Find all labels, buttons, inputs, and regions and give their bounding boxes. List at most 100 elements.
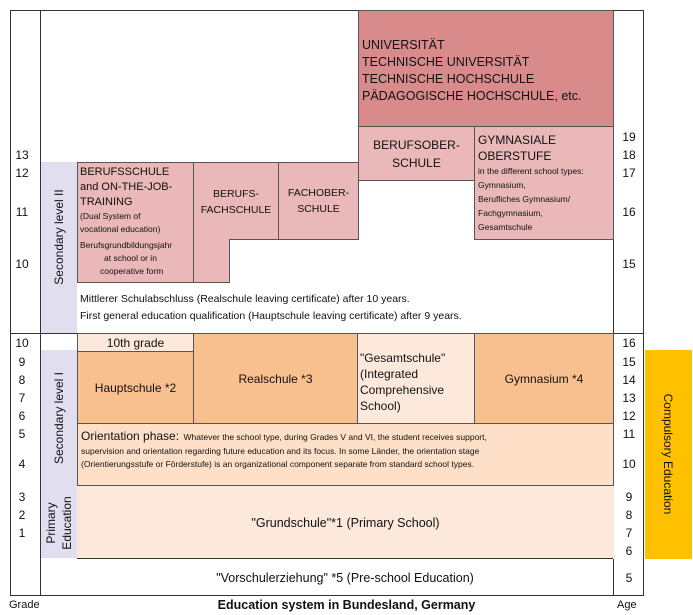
age-19: 19: [622, 130, 636, 144]
grade-10-sec1: 10: [15, 336, 29, 350]
leaving-certificate-note-2: First general education qualification (H…: [80, 310, 462, 322]
fachoberschule-line-1: FACHOBER-: [287, 187, 350, 199]
grade-2: 2: [18, 508, 26, 522]
age-10: 10: [622, 457, 636, 471]
age-14: 14: [622, 373, 636, 387]
age-15-sec2: 15: [622, 257, 636, 271]
berufsfachschule-line-2: FACHSCHULE: [200, 204, 272, 216]
gymnasiale-detail-3: Berufliches Gymnasium/: [478, 194, 571, 204]
age-6: 6: [625, 544, 633, 558]
gymnasiale-title-2: OBERSTUFE: [478, 149, 552, 163]
gymnasium-label: Gymnasium *4: [504, 372, 584, 386]
grundschule-label: "Grundschule"*1 (Primary School): [251, 515, 440, 530]
age-7: 7: [625, 526, 633, 540]
grade-12: 12: [15, 166, 29, 180]
gymnasiale-title-1: GYMNASIALE: [478, 133, 557, 147]
primary-label-line-1: Primary: [44, 502, 58, 544]
age-column-separator: [613, 10, 614, 596]
grade-5: 5: [18, 427, 26, 441]
grade-column-separator: [40, 10, 41, 596]
hauptschule-box: Hauptschule *2: [77, 351, 194, 424]
secondary-1-label: Secondary level I: [52, 371, 66, 465]
university-line-2: TECHNISCHE UNIVERSITÄT: [362, 55, 530, 69]
orientation-text-2: supervision and orientation regarding fu…: [81, 446, 480, 456]
preschool-divider: [77, 558, 613, 559]
preschool-label: "Vorschulerziehung" *5 (Pre-school Educa…: [216, 570, 474, 585]
realschule-box: Realschule *3: [193, 333, 358, 424]
grade-3: 3: [18, 490, 26, 504]
berufsschule-detail-4: at school or in: [104, 253, 157, 263]
orientation-text-1: Whatever the school type, during Grades …: [183, 432, 487, 442]
berufsschule-detail-3: Berufsgrundbildungsjahr: [80, 240, 173, 250]
university-line-1: UNIVERSITÄT: [362, 38, 445, 52]
primary-label: Primary Education: [43, 489, 75, 557]
gymnasiale-detail-2: Gymnasium,: [478, 180, 526, 190]
gymnasiale-detail-4: Fachgymnasium,: [478, 208, 543, 218]
gesamtschule-line-4: School): [360, 399, 401, 413]
age-12: 12: [622, 409, 636, 423]
gymnasiale-detail-5: Gesamtschule: [478, 222, 533, 232]
primary-label-line-2: Education: [60, 496, 74, 550]
age-16-sec1: 16: [622, 336, 636, 350]
preschool-box: "Vorschulerziehung" *5 (Pre-school Educa…: [77, 559, 613, 596]
orientation-title: Orientation phase:: [81, 429, 180, 443]
tenth-grade-label: 10th grade: [106, 335, 165, 350]
berufsschule-detail-2: vocational education): [80, 224, 161, 234]
gesamtschule-box: "Gesamtschule" (Integrated Comprehensive…: [357, 333, 475, 424]
fachoberschule-line-2: SCHULE: [297, 203, 340, 215]
grade-10-sec2: 10: [15, 257, 29, 271]
secondary-1-label-bg: [41, 350, 77, 486]
age-9: 9: [625, 490, 633, 504]
berufsschule-detail-1: (Dual System of: [80, 211, 141, 221]
age-16-sec2: 16: [622, 205, 636, 219]
berufsschule-title-2: and ON-THE-JOB-: [80, 181, 173, 193]
leaving-certificate-note-1: Mittlerer Schulabschluss (Realschule lea…: [80, 293, 410, 305]
gymnasiale-detail-1: in the different school types:: [478, 166, 584, 176]
grade-1: 1: [18, 526, 26, 540]
hauptschule-label: Hauptschule *2: [94, 380, 177, 395]
gesamtschule-line-3: Comprehensive: [360, 383, 445, 397]
age-11: 11: [622, 427, 636, 441]
grade-axis-label: Grade: [9, 599, 40, 611]
grade-8: 8: [18, 373, 26, 387]
grade-7: 7: [18, 391, 26, 405]
berufsoberschule-line-2: SCHULE: [392, 155, 441, 170]
tenth-grade-box: 10th grade: [77, 333, 194, 352]
berufsfachschule-line-1: BERUFS-: [212, 188, 260, 200]
berufsschule-title-3: TRAINING: [80, 196, 133, 208]
grade-11: 11: [15, 205, 29, 219]
grade-13: 13: [15, 148, 29, 162]
berufsfachschule-box-top: [193, 162, 279, 240]
gesamtschule-line-1: "Gesamtschule": [360, 351, 446, 365]
gesamtschule-line-2: (Integrated: [360, 367, 419, 381]
berufsschule-box: BERUFSSCHULE and ON-THE-JOB- TRAINING (D…: [77, 162, 194, 283]
orientation-text-3: (Orientierungsstufe or Förderstufe) is a…: [81, 459, 475, 469]
primary-label-bg: [41, 486, 77, 558]
grade-4: 4: [18, 457, 26, 471]
university-line-4: PÄDAGOGISCHE HOCHSCHULE, etc.: [362, 89, 582, 103]
berufsfachschule-label: BERUFS- FACHSCHULE: [193, 184, 279, 220]
age-15-sec1: 15: [622, 355, 636, 369]
berufsoberschule-box: BERUFSOBER- SCHULE: [358, 126, 475, 181]
secondary-2-label-bg: [41, 162, 77, 333]
berufsschule-title-1: BERUFSSCHULE: [80, 166, 170, 178]
age-17: 17: [622, 166, 636, 180]
orientation-phase-box: Orientation phase: Whatever the school t…: [77, 423, 614, 486]
university-box: UNIVERSITÄT TECHNISCHE UNIVERSITÄT TECHN…: [358, 10, 614, 127]
compulsory-education-label: Compulsory Education: [661, 393, 675, 515]
chart-frame: [10, 10, 644, 596]
age-8: 8: [625, 508, 633, 522]
gymnasiale-oberstufe-box: GYMNASIALE OBERSTUFE in the different sc…: [474, 126, 614, 240]
university-line-3: TECHNISCHE HOCHSCHULE: [362, 72, 535, 86]
grundschule-box: "Grundschule"*1 (Primary School): [77, 485, 614, 559]
berufsoberschule-line-1: BERUFSOBER-: [373, 137, 460, 152]
age-5: 5: [625, 571, 633, 585]
age-18: 18: [622, 148, 636, 162]
compulsory-education-bar: [645, 350, 692, 559]
grade-9: 9: [18, 355, 26, 369]
secondary-2-label: Secondary level II: [52, 189, 66, 285]
diagram-title: Education system in Bundesland, Germany: [217, 598, 476, 612]
gymnasium-box: Gymnasium *4: [474, 333, 614, 424]
age-axis-label: Age: [617, 599, 637, 611]
berufsschule-detail-5: cooperative form: [100, 266, 164, 276]
